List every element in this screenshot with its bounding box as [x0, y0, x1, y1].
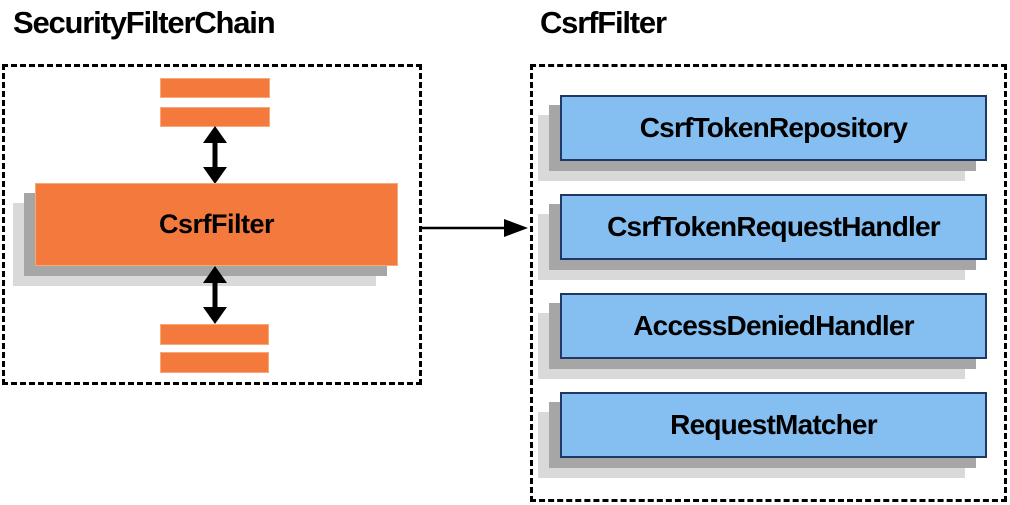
csrffilter-node-label: CsrfFilter [158, 209, 275, 239]
csrffilter-node: CsrfFilter [35, 183, 398, 266]
component-request-matcher: RequestMatcher [560, 392, 987, 458]
component-label: AccessDeniedHandler [633, 310, 914, 341]
component-label: CsrfTokenRepository [639, 112, 908, 143]
component-csrf-token-request-handler: CsrfTokenRequestHandler [560, 194, 987, 260]
filter-stack-bar-bottom-2 [160, 352, 269, 373]
csrf-filter-container [530, 64, 1007, 502]
security-filter-chain-container [2, 64, 422, 385]
csrf-filter-title: CsrfFilter [540, 5, 667, 40]
filter-stack-bar-bottom-1 [160, 324, 269, 345]
bidirectional-arrow-top [203, 126, 227, 184]
flow-arrow-csrffilter-to-components [421, 219, 528, 237]
bidirectional-arrow-bottom [203, 266, 227, 324]
component-csrf-token-repository: CsrfTokenRepository [560, 95, 987, 161]
component-label: RequestMatcher [670, 409, 877, 440]
component-label: CsrfTokenRequestHandler [607, 211, 941, 242]
filter-stack-bar-top-1 [160, 78, 270, 98]
component-access-denied-handler: AccessDeniedHandler [560, 293, 987, 359]
security-filter-chain-title: SecurityFilterChain [13, 5, 276, 40]
filter-stack-bar-top-2 [160, 107, 270, 127]
